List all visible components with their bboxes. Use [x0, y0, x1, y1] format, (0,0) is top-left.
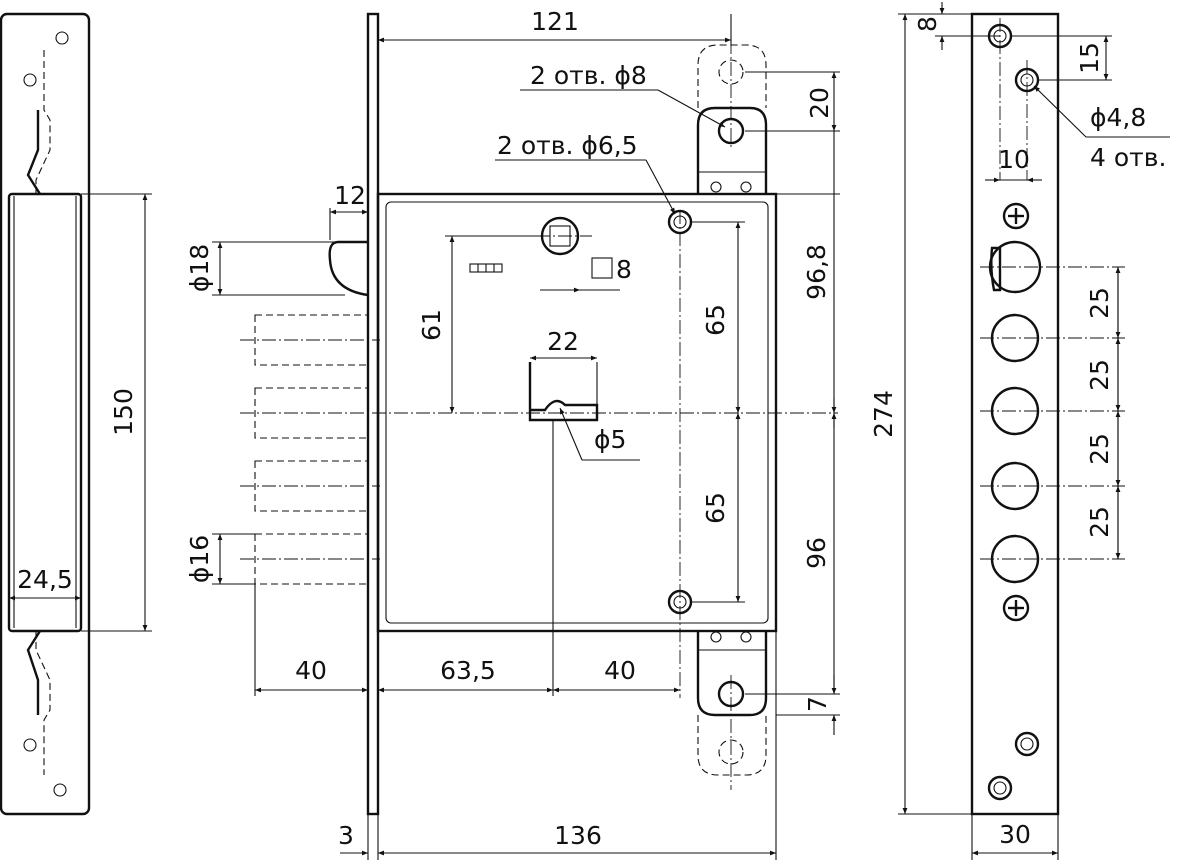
dim-274: 274	[869, 390, 898, 438]
striker-hidden-profile-bottom	[35, 631, 51, 775]
latch-bolt	[328, 240, 369, 297]
top-mounting-tab	[696, 106, 768, 194]
striker-profile-top	[26, 110, 42, 195]
dim-25-d: 25	[1085, 506, 1114, 538]
dim-dia-18: ϕ18	[185, 244, 214, 292]
dim-3: 3	[338, 821, 354, 850]
dim-65-bottom: 65	[701, 492, 730, 524]
dim-24-5: 24,5	[17, 565, 73, 594]
dim-136: 136	[554, 821, 602, 850]
dim-30: 30	[999, 820, 1031, 849]
dim-20: 20	[805, 87, 834, 119]
countersunk-screw-top	[1002, 202, 1030, 230]
top-tab-hidden	[697, 44, 767, 108]
square-spindle-symbol	[591, 257, 613, 279]
dim-dia-5: ϕ5	[594, 425, 626, 454]
dim-top-8: 8	[913, 16, 942, 32]
striker-plate-view	[0, 12, 91, 816]
dim-7: 7	[803, 696, 832, 712]
striker-profile-bottom	[26, 630, 42, 715]
screw-hole-3	[1014, 731, 1040, 757]
dim-96-8: 96,8	[802, 244, 831, 300]
dim-10: 10	[998, 145, 1030, 174]
bottom-mounting-tab	[696, 631, 768, 717]
dimensions: 121 2 отв. ϕ8 20 2 отв. ϕ6,5 12 ϕ18 8 61	[9, 2, 1170, 860]
keyhole-cam	[528, 362, 599, 422]
locking-bolts-hidden	[240, 314, 380, 585]
dim-15: 15	[1075, 42, 1104, 74]
dim-dia-4-8: ϕ4,8	[1090, 103, 1146, 132]
dim-22: 22	[547, 327, 579, 356]
faceplate	[366, 12, 380, 816]
dim-square-8: 8	[616, 255, 632, 284]
dim-25-b: 25	[1085, 359, 1114, 391]
faceplate-front-view	[970, 12, 1125, 816]
striker-box	[7, 192, 83, 633]
dim-holes-4: 4 отв.	[1090, 143, 1166, 172]
dim-150: 150	[109, 388, 138, 436]
lock-case	[376, 192, 778, 633]
dim-96: 96	[802, 537, 831, 569]
striker-plate-outline	[0, 12, 91, 816]
countersunk-screw-bottom	[1002, 594, 1030, 622]
dim-holes-8: 2 отв. ϕ8	[530, 61, 647, 90]
dim-12: 12	[334, 181, 366, 210]
dim-dia-16: ϕ16	[185, 535, 214, 583]
dim-40-left: 40	[295, 656, 327, 685]
faceplate-front-outline	[970, 12, 1060, 816]
striker-hidden-profile-top	[35, 50, 51, 194]
dim-25-a: 25	[1085, 287, 1114, 319]
dim-40-right: 40	[604, 656, 636, 685]
lock-case-inner	[385, 201, 769, 624]
bottom-tab-hidden	[697, 715, 767, 776]
dim-25-c: 25	[1085, 433, 1114, 465]
dim-holes-6-5: 2 отв. ϕ6,5	[497, 131, 638, 160]
dim-63-5: 63,5	[440, 656, 496, 685]
lock-body-view	[240, 12, 838, 816]
screw-hole-4	[987, 775, 1013, 801]
dim-121: 121	[531, 7, 579, 36]
dim-65-top: 65	[701, 304, 730, 336]
dim-61: 61	[417, 309, 446, 341]
striker-hole	[55, 31, 69, 45]
